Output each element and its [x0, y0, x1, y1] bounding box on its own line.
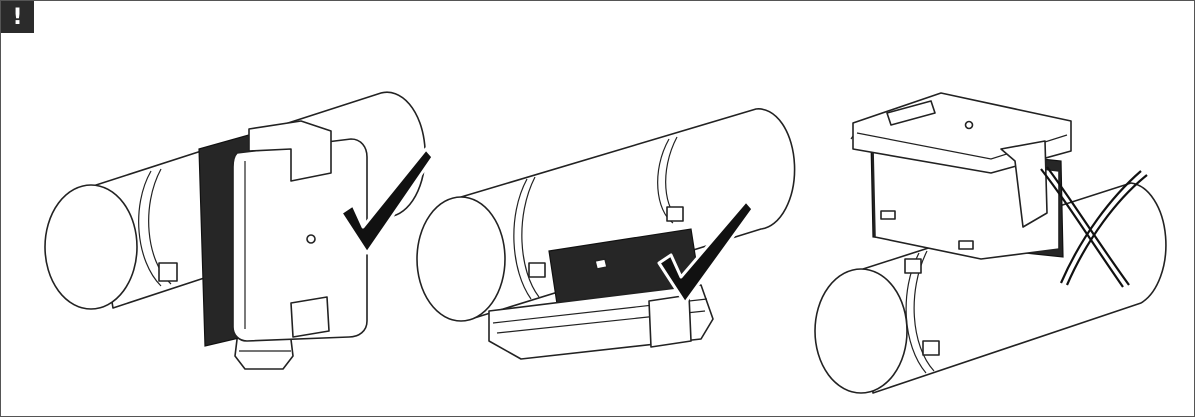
cross-mark-icon — [1040, 166, 1148, 288]
device-bottom — [488, 228, 714, 360]
scene-side-mount — [44, 91, 435, 370]
warning-exclamation-icon: ! — [12, 4, 23, 30]
scene-bottom-mount — [416, 108, 796, 360]
pipe-right — [814, 120, 1167, 394]
warning-badge: ! — [1, 1, 34, 33]
check-mark-icon-1 — [339, 147, 435, 255]
pipe-middle — [416, 108, 796, 322]
device-top — [852, 92, 1072, 260]
scene-top-mount — [814, 92, 1167, 394]
device-side — [198, 120, 368, 370]
check-mark-icon-2 — [657, 199, 755, 305]
